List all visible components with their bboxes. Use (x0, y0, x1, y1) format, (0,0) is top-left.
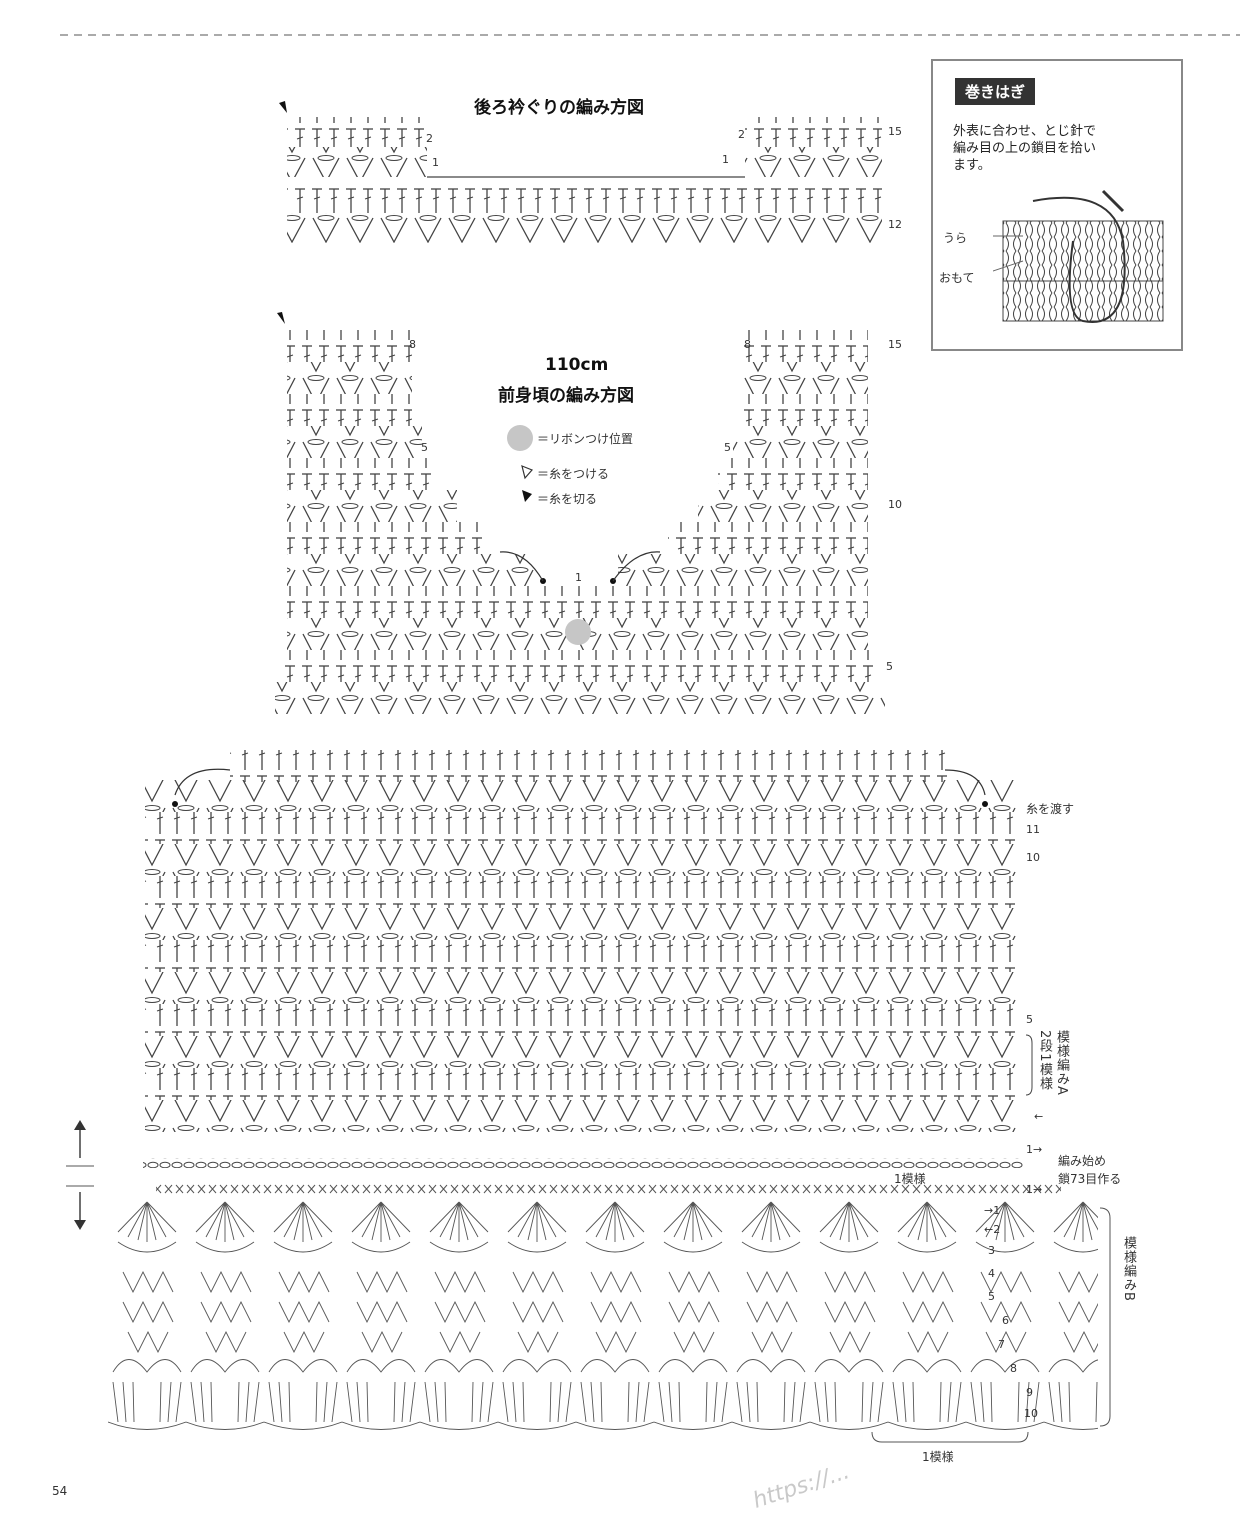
mark-left-8: 8 (409, 338, 416, 351)
edging-row-5: 5 (988, 1290, 995, 1303)
body-row-5: 5 (1026, 1013, 1033, 1026)
mark-right-5: 5 (724, 441, 731, 454)
edging-row-7: 7 (998, 1338, 1005, 1351)
legend-cut: ＝糸を切る (537, 492, 598, 506)
back-mark-right-1: 1 (722, 153, 729, 166)
back-mark-right-2: 2 (738, 128, 745, 141)
edging-row-8: 8 (1010, 1362, 1017, 1375)
edging-start: 1→ (1026, 1183, 1043, 1196)
edging-row-4: 4 (988, 1267, 995, 1280)
start-note-1: 編み始め (1058, 1154, 1107, 1168)
watermark: https://... (750, 1459, 853, 1514)
mark-left-5: 5 (421, 441, 428, 454)
top-divider (60, 34, 1240, 36)
edging-row-2: ←2 (984, 1223, 1001, 1236)
pattern-a-repeat: 2段1模様 (1037, 1030, 1052, 1091)
edging-repeat-bracket (871, 1431, 1029, 1443)
mark-right-8: 8 (744, 338, 751, 351)
label-front-side: おもて (939, 271, 975, 285)
body-row-1: 1→ (1026, 1143, 1043, 1156)
label-back-side: うら (943, 231, 968, 245)
cut-yarn-icon (522, 490, 532, 502)
front-title: 前身頃の編み方図 (498, 386, 634, 406)
body-arrow-left: ← (1034, 1110, 1044, 1123)
front-upper-diagram (275, 312, 885, 714)
whipstitch-text: 外表に合わせ、とじ針で 編み目の上の鎖目を拾い ます。 (953, 123, 1096, 174)
whipstitch-box: 巻きはぎ 外表に合わせ、とじ針で 編み目の上の鎖目を拾い ます。 うら おもて (931, 59, 1183, 351)
front-row-5: 5 (886, 660, 893, 673)
front-body-diagram (143, 750, 1023, 1168)
front-size: 110cm (545, 355, 609, 375)
edging-diagram (108, 1182, 1098, 1432)
direction-arrows (66, 1120, 94, 1230)
pattern-b-bracket (1099, 1207, 1111, 1427)
edging-one-repeat: 1模様 (922, 1450, 954, 1464)
front-row-10: 10 (888, 498, 902, 511)
legend-join: ＝糸をつける (537, 467, 610, 481)
whipstitch-line-1: 外表に合わせ、とじ針で (953, 124, 1097, 139)
body-row-10: 10 (1026, 851, 1040, 864)
whipstitch-title: 巻きはぎ (955, 78, 1036, 105)
whipstitch-illustration (993, 189, 1164, 323)
page-number: 54 (52, 1484, 68, 1498)
back-row-15: 15 (888, 125, 902, 138)
pattern-b-name: 模様編みB (1121, 1236, 1136, 1302)
edging-row-9: 9 (1026, 1386, 1033, 1399)
whipstitch-line-2: 編み目の上の鎖目を拾い (953, 141, 1097, 156)
edging-row-10: 10 (1024, 1407, 1038, 1420)
back-mark-left-2: 2 (426, 132, 433, 145)
legend-ribbon: ＝リボンつけ位置 (537, 432, 634, 446)
join-yarn-icon (521, 465, 534, 480)
pattern-a-bracket (1025, 1034, 1033, 1096)
pattern-a-name: 模様編みA (1054, 1030, 1069, 1096)
back-row-12: 12 (888, 218, 902, 231)
back-neck-title: 後ろ衿ぐりの編み方図 (474, 98, 644, 118)
back-neck-diagram (279, 101, 882, 243)
edging-row-1: →1 (984, 1204, 1001, 1217)
ribbon-circle-icon (507, 425, 533, 451)
edging-row-3: 3 (988, 1244, 995, 1257)
back-mark-left-1: 1 (432, 156, 439, 169)
whipstitch-line-3: ます。 (953, 158, 991, 173)
mark-center-1: 1 (575, 571, 582, 584)
front-row-15: 15 (888, 338, 902, 351)
carry-yarn-label: 糸を渡す (1026, 802, 1075, 816)
body-row-11: 11 (1026, 823, 1040, 836)
edging-row-6: 6 (1002, 1314, 1009, 1327)
